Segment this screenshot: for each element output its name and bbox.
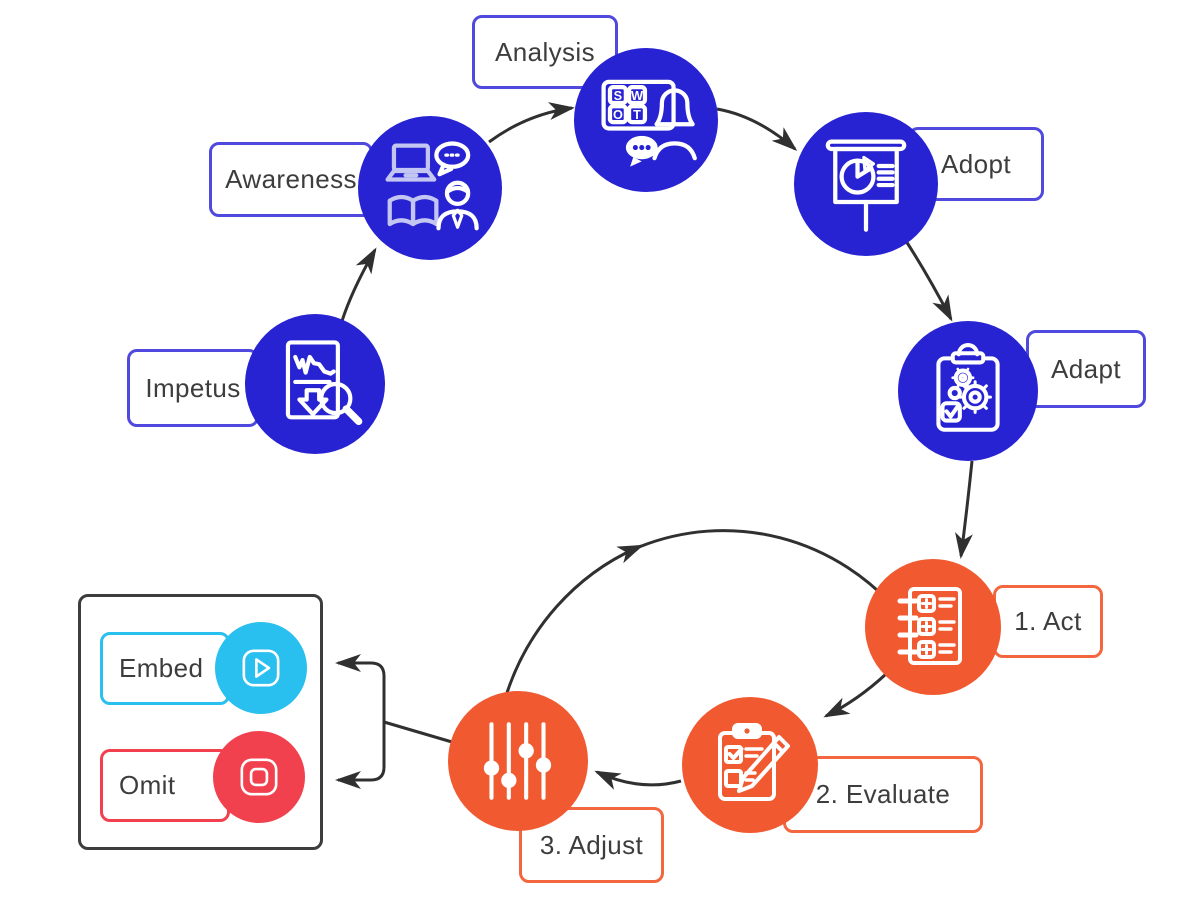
arrow-act-evaluate (823, 672, 888, 718)
node-evaluate (682, 697, 818, 833)
label-impetus: Impetus (127, 349, 259, 427)
label-embed: Embed (100, 632, 230, 705)
notebook-task-list-icon (897, 587, 962, 665)
report-declining-chart-magnifier-icon (285, 340, 363, 426)
bracket-stem (383, 720, 453, 744)
arrow-to-embed (335, 654, 386, 722)
node-adopt (794, 112, 938, 256)
arrow-adopt-adapt (904, 240, 953, 322)
node-adapt (898, 321, 1038, 461)
clipboard-gears-check-icon (936, 343, 1000, 432)
play-icon (242, 649, 280, 687)
stop-icon (240, 758, 278, 796)
swot-letter-o: O (613, 107, 623, 122)
sliders-icon (483, 722, 552, 800)
node-act (865, 559, 1001, 695)
laptop-book-discussion-icon (385, 141, 479, 231)
swot-grid-analyst-chat-icon: S W O T (601, 79, 697, 167)
node-awareness (358, 116, 502, 260)
arrow-adjust-loop-up (503, 544, 644, 700)
arrow-analysis-adopt (716, 107, 798, 151)
arrow-loop-to-act (638, 529, 903, 616)
label-omit: Omit (100, 749, 230, 822)
label-awareness: Awareness (209, 142, 373, 217)
node-embed (215, 622, 307, 714)
swot-letter-s: S (614, 88, 622, 103)
swot-letter-t: T (633, 107, 641, 122)
label-adjust: 3. Adjust (519, 807, 664, 883)
arrow-evaluate-adjust (594, 770, 682, 790)
node-analysis: S W O T (574, 48, 718, 192)
presentation-pie-chart-icon (825, 139, 907, 232)
arrow-awareness-analysis (488, 102, 575, 144)
arrow-impetus-awareness (340, 247, 377, 322)
clipboard-checklist-pencil-icon (718, 723, 790, 801)
node-omit (213, 731, 305, 823)
label-act: 1. Act (993, 585, 1103, 658)
arrow-to-omit (335, 722, 386, 789)
node-impetus (245, 314, 385, 454)
node-adjust (448, 691, 588, 831)
swot-letter-w: W (631, 88, 643, 103)
arrow-adapt-act (955, 460, 974, 559)
label-adapt: Adapt (1026, 330, 1146, 408)
